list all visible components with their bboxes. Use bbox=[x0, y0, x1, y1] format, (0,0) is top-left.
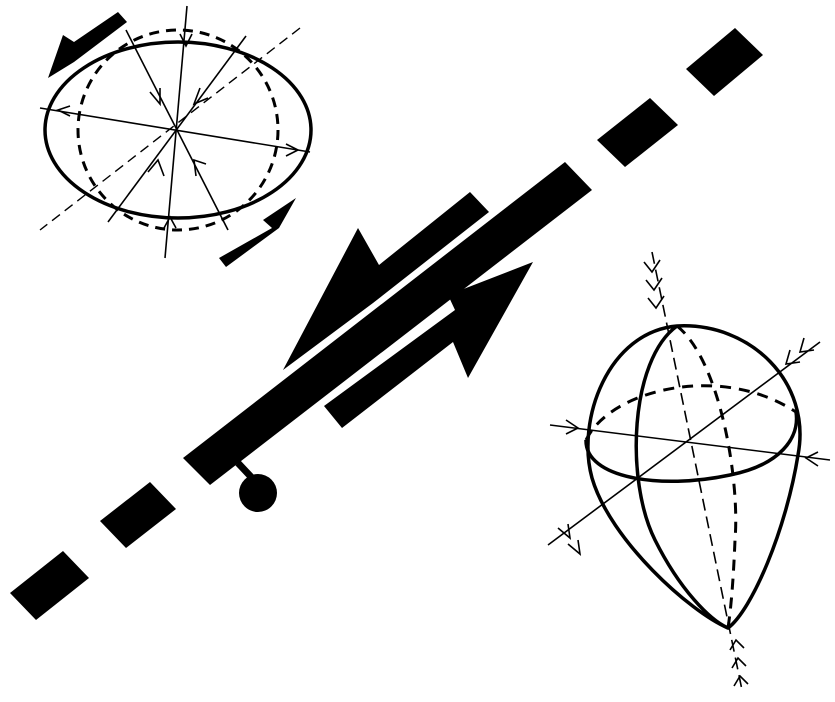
strain-ellipse-2d bbox=[40, 6, 311, 267]
fault-main-segment bbox=[183, 162, 592, 485]
fault-dash-1 bbox=[686, 28, 763, 96]
ellipsoid-outline bbox=[588, 326, 800, 628]
strain-ellipsoid-3d bbox=[548, 252, 830, 690]
ellipsoid-axis-arrows bbox=[558, 260, 818, 686]
plunger-ball bbox=[239, 474, 277, 512]
fault-dash-3 bbox=[100, 482, 176, 548]
fault-dash-4 bbox=[10, 551, 89, 620]
ellipsoid-equator-back bbox=[586, 386, 796, 440]
ellipse-shear-arrow-top bbox=[48, 12, 127, 78]
fault-plunger-symbol bbox=[238, 463, 277, 512]
ellipse-shear-arrow-bottom bbox=[219, 198, 296, 267]
fault-dash-2 bbox=[597, 98, 678, 167]
